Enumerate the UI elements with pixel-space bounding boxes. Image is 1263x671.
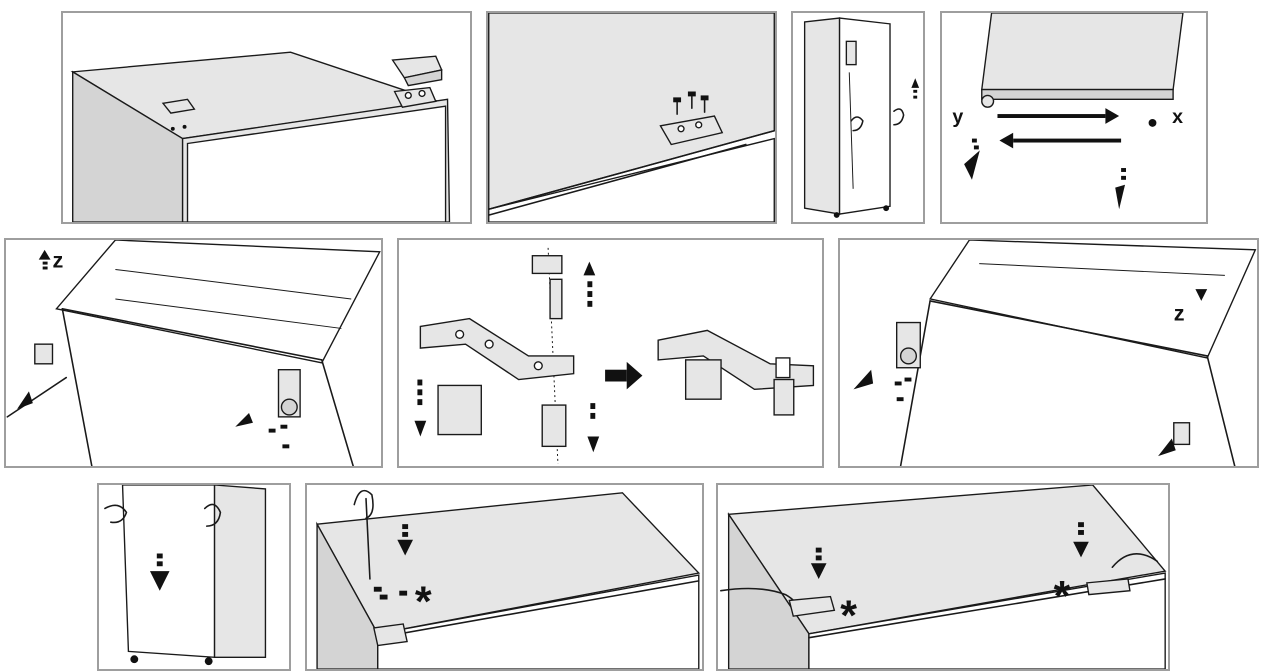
hand-icon bbox=[894, 109, 904, 125]
hinge-icon bbox=[374, 624, 407, 646]
door-handle bbox=[846, 41, 856, 64]
arrow-icon bbox=[235, 413, 253, 427]
foot-icon bbox=[438, 385, 566, 446]
arrow-icon bbox=[911, 78, 919, 88]
foot-icon bbox=[1174, 423, 1190, 445]
fridge-top-illustration: * bbox=[307, 485, 702, 669]
star-mark: * bbox=[1054, 572, 1071, 620]
pin-x bbox=[1149, 119, 1157, 127]
hinge-icon bbox=[278, 370, 300, 417]
arrow-icon bbox=[414, 421, 426, 437]
arrow-icon bbox=[999, 133, 1121, 149]
arrow-icon bbox=[17, 391, 33, 409]
label-y: y bbox=[952, 106, 963, 128]
pin-y bbox=[982, 95, 994, 107]
hinge-unscrew-illustration bbox=[488, 13, 775, 222]
arrow-icon bbox=[1115, 185, 1125, 210]
hinge-icon bbox=[420, 319, 573, 380]
step-panel-refit-hinge: z bbox=[838, 238, 1259, 468]
screw-icon bbox=[269, 425, 290, 449]
screw-icon bbox=[895, 378, 912, 402]
step-panel-move-hinge-pin bbox=[397, 238, 824, 468]
step-panel-fit-hinge-covers: * * bbox=[716, 483, 1170, 671]
star-mark: * bbox=[840, 592, 857, 640]
arrow-icon bbox=[1158, 438, 1176, 456]
arrow-icon bbox=[39, 250, 51, 260]
hinge-icon bbox=[897, 323, 921, 368]
pin-icon bbox=[532, 256, 561, 319]
step-panel-remove-bottom-hinge: z bbox=[4, 238, 383, 468]
step-panel-swap-pins: y x bbox=[940, 11, 1208, 224]
label-x: x bbox=[1172, 106, 1183, 128]
fridge-open-illustration: z bbox=[6, 240, 381, 466]
arrow-icon bbox=[997, 108, 1119, 124]
hinge-pin-illustration bbox=[399, 240, 822, 466]
fridge-top-illustration bbox=[63, 13, 470, 222]
label-z: z bbox=[52, 248, 63, 273]
fridge-front-illustration bbox=[793, 13, 923, 222]
hinge-icon bbox=[658, 330, 813, 415]
label-z: z bbox=[1174, 301, 1185, 326]
step-panel-lift-door bbox=[791, 11, 925, 224]
arrow-icon bbox=[853, 370, 873, 390]
foot-icon bbox=[35, 344, 53, 364]
fridge-open-illustration-mirrored: z bbox=[840, 240, 1257, 466]
arrow-icon bbox=[964, 150, 980, 179]
step-panel-rehang-door bbox=[97, 483, 291, 671]
fridge-door-illustration bbox=[99, 485, 289, 669]
star-mark: * bbox=[415, 578, 432, 626]
arrow-icon bbox=[605, 362, 642, 390]
arrow-icon bbox=[583, 262, 595, 276]
door-bottom-illustration: y x bbox=[942, 13, 1206, 222]
step-panel-remove-hinge-cover bbox=[61, 11, 472, 224]
fridge-top-covers-illustration: * * bbox=[718, 485, 1168, 669]
arrow-icon bbox=[587, 437, 599, 453]
hinge-cover-icon bbox=[393, 56, 442, 85]
step-panel-unscrew-hinge bbox=[486, 11, 777, 224]
step-panel-screw-top-hinge: * bbox=[305, 483, 704, 671]
